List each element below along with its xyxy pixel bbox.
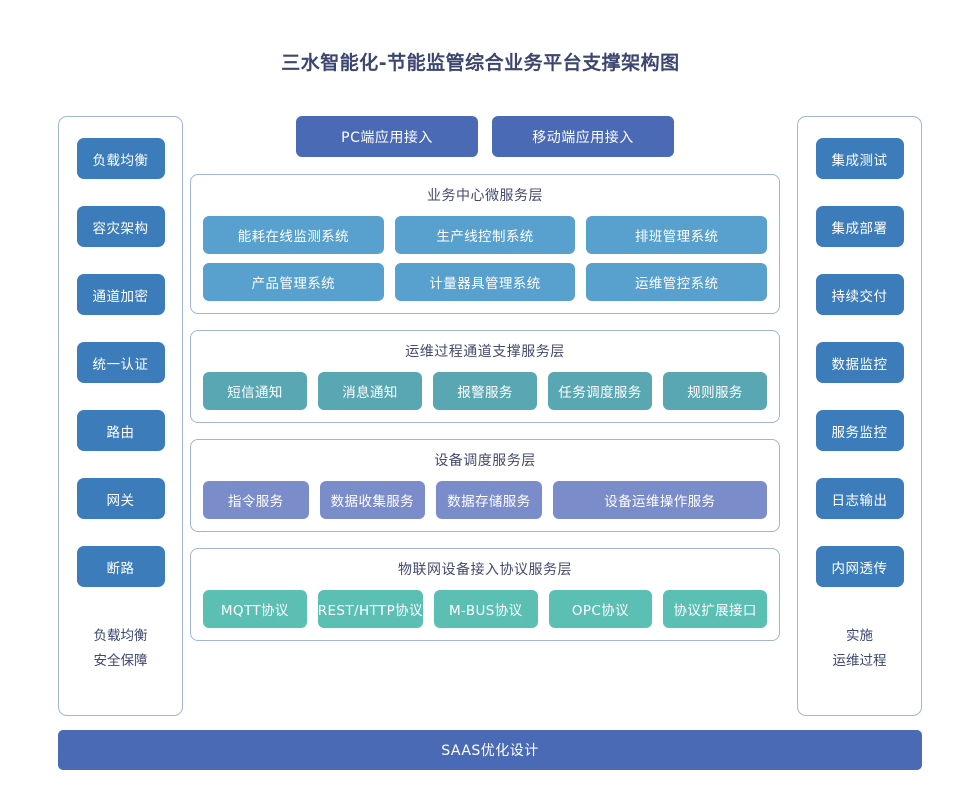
- chip-alarm-service[interactable]: 报警服务: [433, 372, 537, 410]
- saas-optimization-bar[interactable]: SAAS优化设计: [58, 730, 922, 770]
- left-footer-line-2: 安全保障: [93, 653, 148, 669]
- chip-metering-device-management[interactable]: 计量器具管理系统: [394, 263, 576, 301]
- sidebar-item-channel-encryption[interactable]: 通道加密: [76, 274, 165, 315]
- left-footer-line-1: 负载均衡: [93, 628, 148, 644]
- sidebar-item-circuit-breaker[interactable]: 断路: [76, 546, 165, 587]
- page-title: 三水智能化-节能监管综合业务平台支撑架构图: [281, 52, 680, 74]
- chip-row: 短信通知 消息通知 报警服务 任务调度服务 规则服务: [203, 372, 767, 410]
- chip-ops-control[interactable]: 运维管控系统: [586, 263, 768, 301]
- sidebar-item-log-output[interactable]: 日志输出: [815, 478, 904, 519]
- chip-mqtt-protocol[interactable]: MQTT协议: [203, 590, 307, 628]
- application-access-row: PC端应用接入 移动端应用接入: [190, 116, 780, 157]
- layer-title-device-scheduling: 设备调度服务层: [434, 453, 536, 469]
- right-footer-line-2: 运维过程: [832, 653, 887, 669]
- chip-energy-monitoring[interactable]: 能耗在线监测系统: [203, 216, 384, 254]
- layer-device-scheduling: 设备调度服务层 指令服务 数据收集服务 数据存储服务 设备运维操作服务: [190, 439, 780, 532]
- sidebar-item-load-balance[interactable]: 负载均衡: [76, 138, 165, 179]
- layer-business-microservices: 业务中心微服务层 能耗在线监测系统 生产线控制系统 排班管理系统 产品管理系统 …: [190, 174, 780, 314]
- sidebar-item-intranet-tunnel[interactable]: 内网透传: [815, 546, 904, 587]
- sidebar-item-gateway[interactable]: 网关: [76, 478, 165, 519]
- sidebar-item-disaster-recovery[interactable]: 容灾架构: [76, 206, 165, 247]
- layer-ops-channel-support: 运维过程通道支撑服务层 短信通知 消息通知 报警服务 任务调度服务 规则服务: [190, 330, 780, 423]
- chip-mbus-protocol[interactable]: M-BUS协议: [433, 590, 538, 628]
- sidebar-item-integration-test[interactable]: 集成测试: [815, 138, 904, 179]
- layer-title-ops-channel: 运维过程通道支撑服务层: [405, 344, 565, 360]
- right-footer-line-1: 实施: [846, 628, 873, 644]
- layer-iot-protocol-access: 物联网设备接入协议服务层 MQTT协议 REST/HTTP协议 M-BUS协议 …: [190, 548, 780, 641]
- sidebar-item-unified-auth[interactable]: 统一认证: [76, 342, 165, 383]
- right-support-column: 集成测试 集成部署 持续交付 数据监控 服务监控 日志输出 内网透传 实施 运维…: [797, 116, 922, 716]
- chip-shift-management[interactable]: 排班管理系统: [586, 216, 768, 254]
- chip-product-management[interactable]: 产品管理系统: [203, 263, 384, 301]
- chip-message-notification[interactable]: 消息通知: [318, 372, 422, 410]
- sidebar-item-data-monitoring[interactable]: 数据监控: [815, 342, 904, 383]
- chip-rest-http-protocol[interactable]: REST/HTTP协议: [317, 590, 423, 628]
- left-support-column: 负载均衡 容灾架构 通道加密 统一认证 路由 网关 断路 负载均衡 安全保障: [58, 116, 183, 716]
- chip-data-storage-service[interactable]: 数据存储服务: [436, 481, 542, 519]
- access-bar-mobile[interactable]: 移动端应用接入: [492, 116, 674, 157]
- chip-opc-protocol[interactable]: OPC协议: [548, 590, 653, 628]
- sidebar-item-service-monitoring[interactable]: 服务监控: [815, 410, 904, 451]
- chip-sms-notification[interactable]: 短信通知: [203, 372, 307, 410]
- chip-row: 能耗在线监测系统 生产线控制系统 排班管理系统: [203, 216, 768, 254]
- layer-title-business: 业务中心微服务层: [427, 188, 543, 204]
- chip-row: MQTT协议 REST/HTTP协议 M-BUS协议 OPC协议 协议扩展接口: [203, 590, 767, 628]
- chip-data-collection-service[interactable]: 数据收集服务: [319, 481, 426, 519]
- sidebar-item-continuous-delivery[interactable]: 持续交付: [815, 274, 904, 315]
- layer-title-iot-protocol: 物联网设备接入协议服务层: [398, 562, 572, 578]
- chip-protocol-extension-interface[interactable]: 协议扩展接口: [663, 590, 767, 628]
- access-bar-pc[interactable]: PC端应用接入: [296, 116, 478, 157]
- sidebar-item-routing[interactable]: 路由: [76, 410, 165, 451]
- chip-row: 指令服务 数据收集服务 数据存储服务 设备运维操作服务: [203, 481, 767, 519]
- chip-row: 产品管理系统 计量器具管理系统 运维管控系统: [203, 263, 768, 301]
- chip-device-ops-service[interactable]: 设备运维操作服务: [552, 481, 767, 519]
- chip-command-service[interactable]: 指令服务: [203, 481, 309, 519]
- chip-production-line-control[interactable]: 生产线控制系统: [394, 216, 576, 254]
- center-stack: PC端应用接入 移动端应用接入 业务中心微服务层 能耗在线监测系统 生产线控制系…: [190, 116, 780, 657]
- right-column-footer: 实施 运维过程: [833, 624, 887, 674]
- chip-rule-service[interactable]: 规则服务: [663, 372, 767, 410]
- sidebar-item-integration-deploy[interactable]: 集成部署: [815, 206, 904, 247]
- left-column-footer: 负载均衡 安全保障: [94, 624, 148, 674]
- chip-task-scheduling-service[interactable]: 任务调度服务: [548, 372, 652, 410]
